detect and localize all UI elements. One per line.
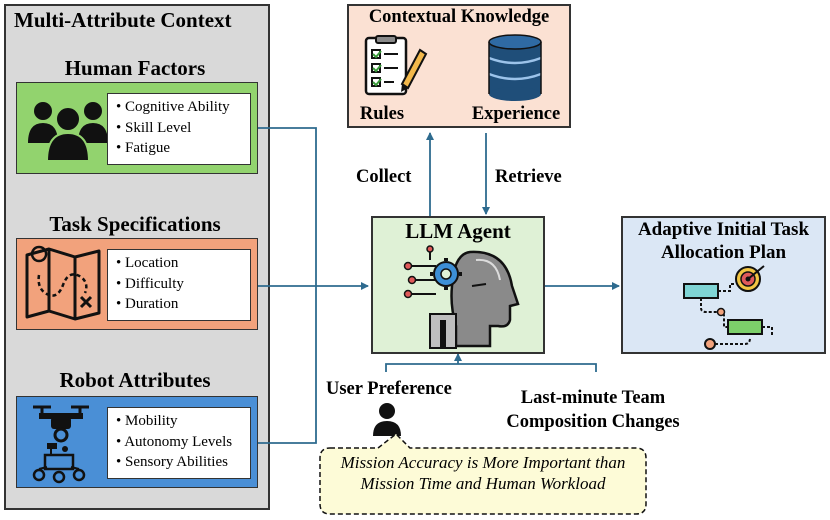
llm-agent-title: LLM Agent (405, 219, 511, 243)
experience-label: Experience (471, 104, 561, 124)
allocation-plan-box (621, 216, 826, 354)
map-icon (25, 245, 101, 321)
user-preference-quote: Mission Accuracy is More Important than … (340, 453, 626, 493)
list-item: • Difficulty (116, 275, 184, 292)
team-change-label: Last-minute Team Composition Changes (506, 388, 680, 432)
list-item: • Autonomy Levels (116, 433, 233, 450)
list-item: • Location (116, 255, 179, 271)
task-specs-title: Task Specifications (49, 212, 221, 236)
human-factors-list: • Cognitive Ability • Skill Level • Fati… (107, 93, 251, 165)
list-item: • Mobility (116, 413, 178, 429)
list-item: • Duration (116, 296, 179, 312)
user-preference-label: User Preference (326, 379, 452, 399)
database-icon (488, 34, 542, 101)
context-title: Multi-Attribute Context (14, 8, 232, 32)
collect-label: Collect (356, 167, 412, 187)
human-factors-title: Human Factors (64, 56, 206, 80)
retrieve-label: Retrieve (495, 167, 562, 187)
robot-attrs-list: • Mobility • Autonomy Levels • Sensory A… (107, 407, 251, 479)
user-icon (373, 403, 401, 436)
task-specs-list: • Location • Difficulty • Duration (107, 249, 251, 321)
people-group-icon (28, 102, 108, 162)
checklist-icon (364, 35, 428, 96)
list-item: • Cognitive Ability (116, 99, 230, 115)
robot-attrs-card: • Mobility • Autonomy Levels • Sensory A… (16, 396, 258, 488)
robots-icon (32, 405, 89, 484)
ai-head-icon (403, 245, 520, 349)
task-specs-card: • Location • Difficulty • Duration (16, 238, 258, 330)
task-plan-icon (683, 265, 773, 350)
knowledge-title: Contextual Knowledge (368, 7, 550, 27)
allocation-plan-title: Adaptive Initial Task Allocation Plan (637, 219, 810, 263)
rules-label: Rules (359, 104, 405, 124)
human-factors-card: • Cognitive Ability • Skill Level • Fati… (16, 82, 258, 174)
robot-attrs-title: Robot Attributes (59, 368, 211, 392)
list-item: • Fatigue (116, 140, 171, 156)
list-item: • Skill Level (116, 119, 192, 136)
list-item: • Sensory Abilities (116, 454, 228, 470)
